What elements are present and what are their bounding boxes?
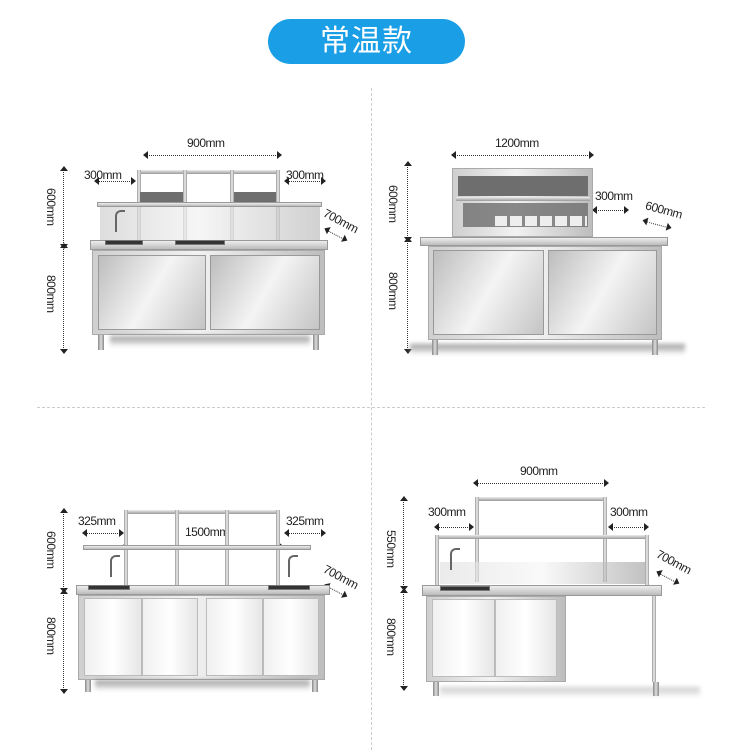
upper-height-label: 550mm [384,530,398,568]
right-side-arrow [284,177,326,189]
vertical-divider [371,88,372,750]
width-label: 1500mm [185,525,229,539]
width-arrow [451,151,594,163]
right-side-arrow [284,529,326,541]
left-side-arrow [82,529,124,541]
depth-label: 600mm [643,198,684,222]
upper-height-label: 600mm [44,531,58,569]
lower-height-arrow [400,588,408,691]
lower-height-arrow [404,237,412,354]
width-arrow [143,151,282,163]
lower-height-arrow [60,589,68,694]
upper-height-arrow [404,161,412,242]
faucet-icon [450,548,460,570]
title-badge: 常温款 [268,19,465,64]
upper-height-label: 600mm [386,185,400,223]
width-label: 900mm [187,136,225,150]
left-side-label: 300mm [428,505,466,519]
faucet-icon [288,555,298,577]
right-side-label: 300mm [286,168,324,182]
upper-height-arrow [60,166,68,249]
left-side-arrow [434,523,474,535]
lower-height-arrow [60,243,68,354]
right-side-label: 300mm [610,505,648,519]
upper-height-arrow [60,508,68,593]
upper-height-label: 600mm [44,188,58,226]
right-side-arrow [608,523,649,535]
faucet-icon [115,210,125,232]
topping-containers [495,216,587,226]
faucet-icon [110,555,120,577]
left-side-label: 300mm [84,168,122,182]
lower-height-label: 800mm [44,617,58,655]
lower-height-label: 800mm [44,275,58,313]
lower-height-label: 800mm [386,272,400,310]
right-side-label: 325mm [286,514,324,528]
width-label: 1200mm [495,136,539,150]
side-arrow [592,206,629,218]
left-side-label: 325mm [78,514,116,528]
side-label: 300mm [595,189,633,203]
horizontal-divider [37,407,705,408]
width-label: 900mm [520,464,558,478]
depth-arrow [644,221,668,235]
upper-height-arrow [400,496,408,591]
width-arrow [473,479,609,491]
left-side-arrow [94,177,136,189]
lower-height-label: 800mm [384,618,398,656]
